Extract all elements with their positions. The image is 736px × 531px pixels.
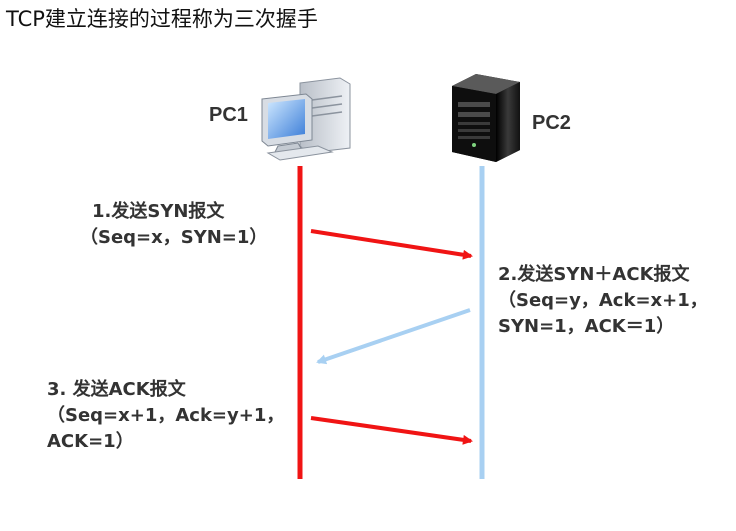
pc2-label: PC2: [532, 112, 571, 134]
message-line: （Seq=x+1，Ack=y+1，: [47, 405, 285, 426]
arrow-ack: [310, 416, 473, 445]
pc1-label: PC1: [209, 104, 248, 126]
message-line: （Seq=x，SYN=1）: [80, 227, 268, 248]
message-syn: 1.发送SYN报文 （Seq=x，SYN=1）: [80, 199, 267, 251]
message-ack: 3. 发送ACK报文 （Seq=x+1，Ack=y+1， ACK=1）: [47, 377, 284, 455]
desktop-computer-icon: [261, 77, 351, 161]
message-line: （Seq=y，Ack=x+1，: [498, 290, 708, 311]
message-line: ACK=1）: [47, 431, 134, 452]
message-line: 1.发送SYN报文: [92, 201, 225, 222]
message-line: SYN=1，ACK＝1）: [498, 316, 675, 337]
message-line: 2.发送SYN＋ACK报文: [498, 264, 690, 285]
arrow-syn-ack: [316, 308, 471, 365]
message-line: 3. 发送ACK报文: [47, 379, 186, 400]
page-title: TCP建立连接的过程称为三次握手: [6, 7, 318, 31]
message-syn-ack: 2.发送SYN＋ACK报文 （Seq=y，Ack=x+1， SYN=1，ACK＝…: [498, 262, 708, 340]
arrow-syn: [310, 229, 473, 260]
server-tower-icon: [452, 74, 520, 162]
